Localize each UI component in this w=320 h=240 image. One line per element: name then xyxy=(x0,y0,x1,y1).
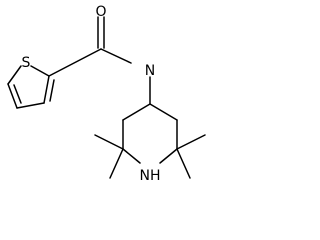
bond-c2-c3 xyxy=(43,75,50,104)
bond-c5-c4 xyxy=(122,103,151,121)
oxygen-label: O xyxy=(95,4,106,20)
bond-thiophene-carbonyl xyxy=(48,48,102,77)
methyl-bond-right-lower xyxy=(176,148,191,179)
bond-c4-c5 xyxy=(7,83,18,109)
methyl-groups xyxy=(94,134,206,179)
bond-c4-c5-double xyxy=(13,84,22,104)
bond-c2-n1 xyxy=(159,148,178,164)
piperidine-ring xyxy=(122,103,178,164)
sulfur-label: S xyxy=(22,55,31,71)
methyl-bond-left-lower xyxy=(109,148,124,179)
bond-c4-c3 xyxy=(149,103,178,121)
methyl-bond-left-upper xyxy=(94,134,124,150)
bond-c3-c4 xyxy=(16,102,45,109)
bond-n1-c6 xyxy=(122,148,141,164)
piperidine-nh-label: NH xyxy=(140,168,161,184)
bond-c2-c3-double xyxy=(49,79,55,102)
bond-s-c2 xyxy=(30,65,50,77)
methyl-bond-right-upper xyxy=(176,134,206,150)
atom-labels: O S N NH xyxy=(22,4,161,184)
bond-c5-s xyxy=(7,65,22,85)
thiophene-ring xyxy=(7,65,55,109)
amide-nitrogen-label: N xyxy=(145,63,155,79)
molecule-structure-diagram: O S N NH xyxy=(7,4,206,184)
bond-carbonyl-nitrogen xyxy=(100,48,132,64)
amide-group xyxy=(48,16,151,105)
